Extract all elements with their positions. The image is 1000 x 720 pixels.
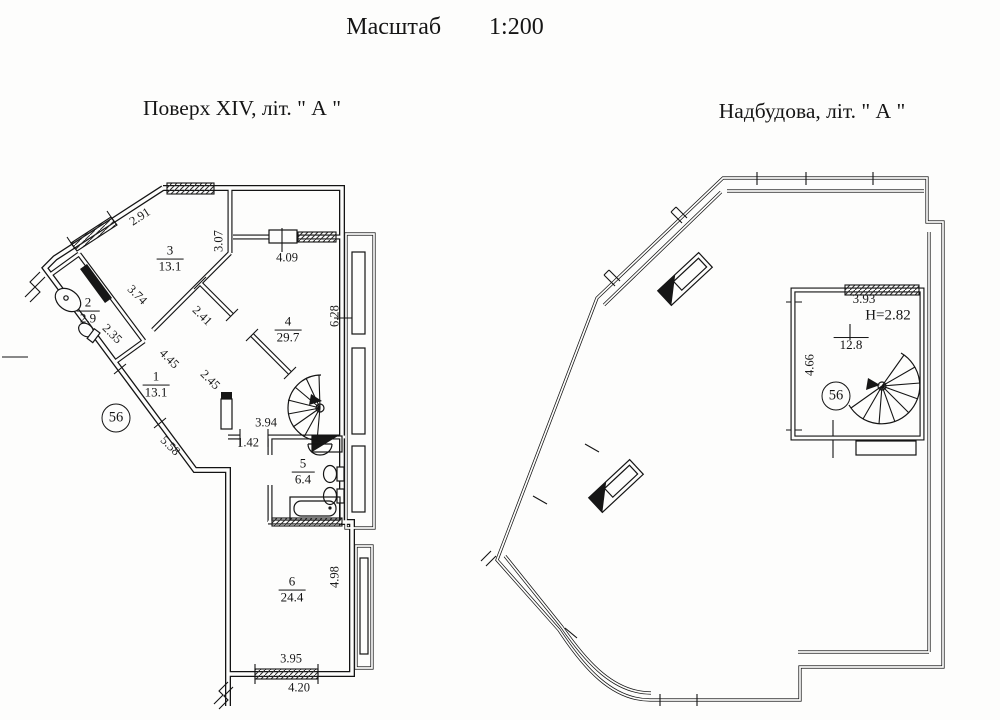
right-plan-break-marks	[480, 550, 497, 567]
room-label-5: 5 6.4	[291, 456, 315, 488]
right-plan-ticks	[532, 172, 874, 706]
entry-door	[220, 398, 233, 430]
room-label-4: 4 29.7	[274, 313, 302, 345]
stair-direction-arrow	[866, 378, 880, 390]
toilet-icon	[78, 322, 101, 344]
bidet-icon	[322, 486, 345, 506]
left-plan-fixtures	[54, 287, 345, 521]
right-plan-title: Надбудова, літ. " А "	[718, 99, 906, 123]
spiral-staircase-right	[848, 352, 921, 425]
right-plan-chimneys	[587, 251, 714, 514]
dim-6-28: 6.28	[327, 305, 342, 327]
dim-3-94: 3.94	[255, 415, 277, 430]
right-plan-stair-room	[790, 284, 925, 456]
loggia-door	[268, 229, 298, 244]
dim-3-95: 3.95	[280, 651, 302, 666]
toilet-icon	[322, 464, 345, 484]
dim-4-20: 4.20	[288, 680, 310, 695]
dim-4-98: 4.98	[327, 566, 342, 588]
dim-3-07: 3.07	[211, 230, 226, 252]
left-plan-windows	[70, 182, 343, 680]
scale-label: Масштаб 1:200	[346, 14, 544, 40]
threshold	[855, 440, 917, 456]
sink-icon	[54, 287, 82, 313]
ceiling-height-label: H=2.82	[865, 307, 911, 324]
unit-number-badge: 56	[821, 381, 851, 411]
right-plan-parapet	[495, 176, 945, 702]
dim-1-42: 1.42	[237, 435, 259, 450]
dim-4-66: 4.66	[802, 354, 817, 376]
left-plan-title: Поверх XIV, літ. " А "	[143, 96, 341, 120]
left-plan-walls	[41, 185, 376, 706]
unit-number-badge: 56	[101, 403, 131, 433]
left-plan-break-marks	[2, 271, 234, 710]
room-label-6: 6 24.4	[278, 573, 306, 605]
stair-direction-arrow	[309, 394, 322, 405]
room-label-2: 2 2.9	[76, 295, 100, 327]
left-plan-doors	[220, 229, 298, 430]
bathtub-icon	[289, 496, 341, 521]
spiral-staircase-left	[287, 374, 325, 442]
room-label-3: 3 13.1	[156, 242, 184, 274]
roof-room-area-label: 12.8	[833, 337, 869, 353]
left-plan-ticks	[66, 210, 851, 684]
left-plan-balcony-glazing	[351, 251, 369, 655]
sink-icon	[307, 443, 333, 456]
dim-3-93: 3.93	[852, 291, 876, 306]
room-label-1: 1 13.1	[142, 368, 170, 400]
dim-4-09: 4.09	[276, 250, 298, 265]
